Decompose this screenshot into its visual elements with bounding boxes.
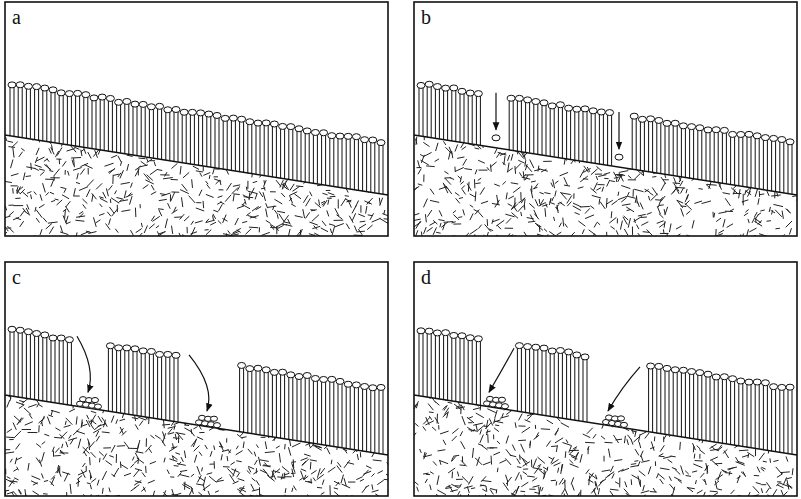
panel-drawing [1,2,392,243]
panel-drawing [409,2,801,246]
panel-letter: a [11,7,22,27]
panel-letter: b [420,7,432,27]
panel-letter: d [420,267,432,287]
panel-drawing [410,262,801,499]
panel-letter: c [11,267,22,287]
panel-drawing [0,262,395,499]
